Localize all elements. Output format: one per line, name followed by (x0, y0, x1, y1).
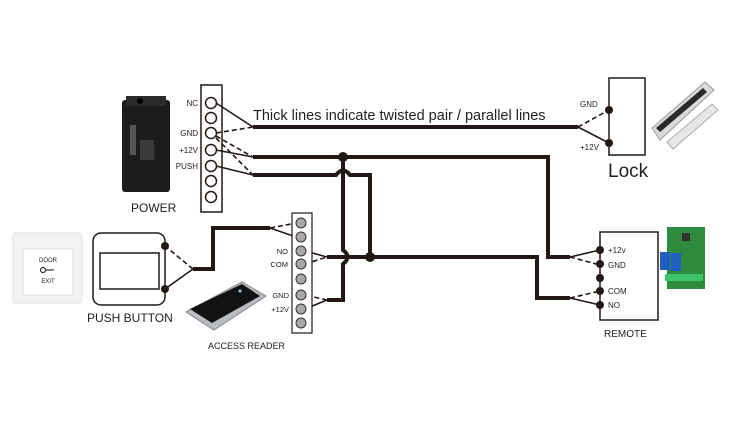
remote-terminal-com: COM (608, 287, 627, 296)
lock-label: Lock (608, 161, 649, 182)
access-reader-image (185, 281, 267, 331)
reader-terminal-no: NO (277, 247, 288, 256)
remote-terminal-dots (596, 246, 604, 309)
lock-terminal-gnd-dot (605, 106, 613, 114)
power-terminal-push: PUSH (176, 162, 198, 171)
reader-terminal-block (291, 212, 313, 334)
caption: Thick lines indicate twisted pair / para… (253, 108, 546, 124)
lock-terminal-gnd: GND (580, 100, 598, 109)
power-label: POWER (131, 201, 177, 215)
plate-text-exit: EXIT (41, 279, 55, 285)
power-terminal-12v: +12V (179, 146, 199, 155)
remote-label: REMOTE (604, 329, 647, 340)
exit-plate-image: DOOR EXIT (12, 232, 83, 304)
access-reader-label: ACCESS READER (208, 341, 286, 351)
remote-terminal-gnd: GND (608, 261, 626, 270)
relay-board-image (660, 227, 705, 289)
reader-terminal-gnd: GND (272, 291, 289, 300)
reader-terminal-12v: +12V (271, 305, 289, 314)
push-button-terminal-dot (161, 242, 169, 250)
power-terminal-block (200, 84, 223, 213)
remote-terminal-no: NO (608, 301, 620, 310)
push-button-terminal-dot (161, 285, 169, 293)
push-button-label: PUSH BUTTON (87, 311, 173, 325)
remote-terminal-12v: +12v (608, 246, 626, 255)
plate-text-door: DOOR (39, 258, 58, 264)
magnetic-lock-image (651, 81, 719, 150)
power-supply-image (122, 96, 170, 192)
reader-terminal-com: COM (271, 260, 289, 269)
lock-terminal-12v: +12V (580, 143, 600, 152)
power-terminal-gnd: GND (180, 129, 198, 138)
power-terminal-nc: NC (186, 99, 198, 108)
push-button-inner (99, 252, 160, 290)
wires (164, 102, 610, 310)
lock-terminal-12v-dot (605, 139, 613, 147)
lock-box (608, 77, 646, 156)
